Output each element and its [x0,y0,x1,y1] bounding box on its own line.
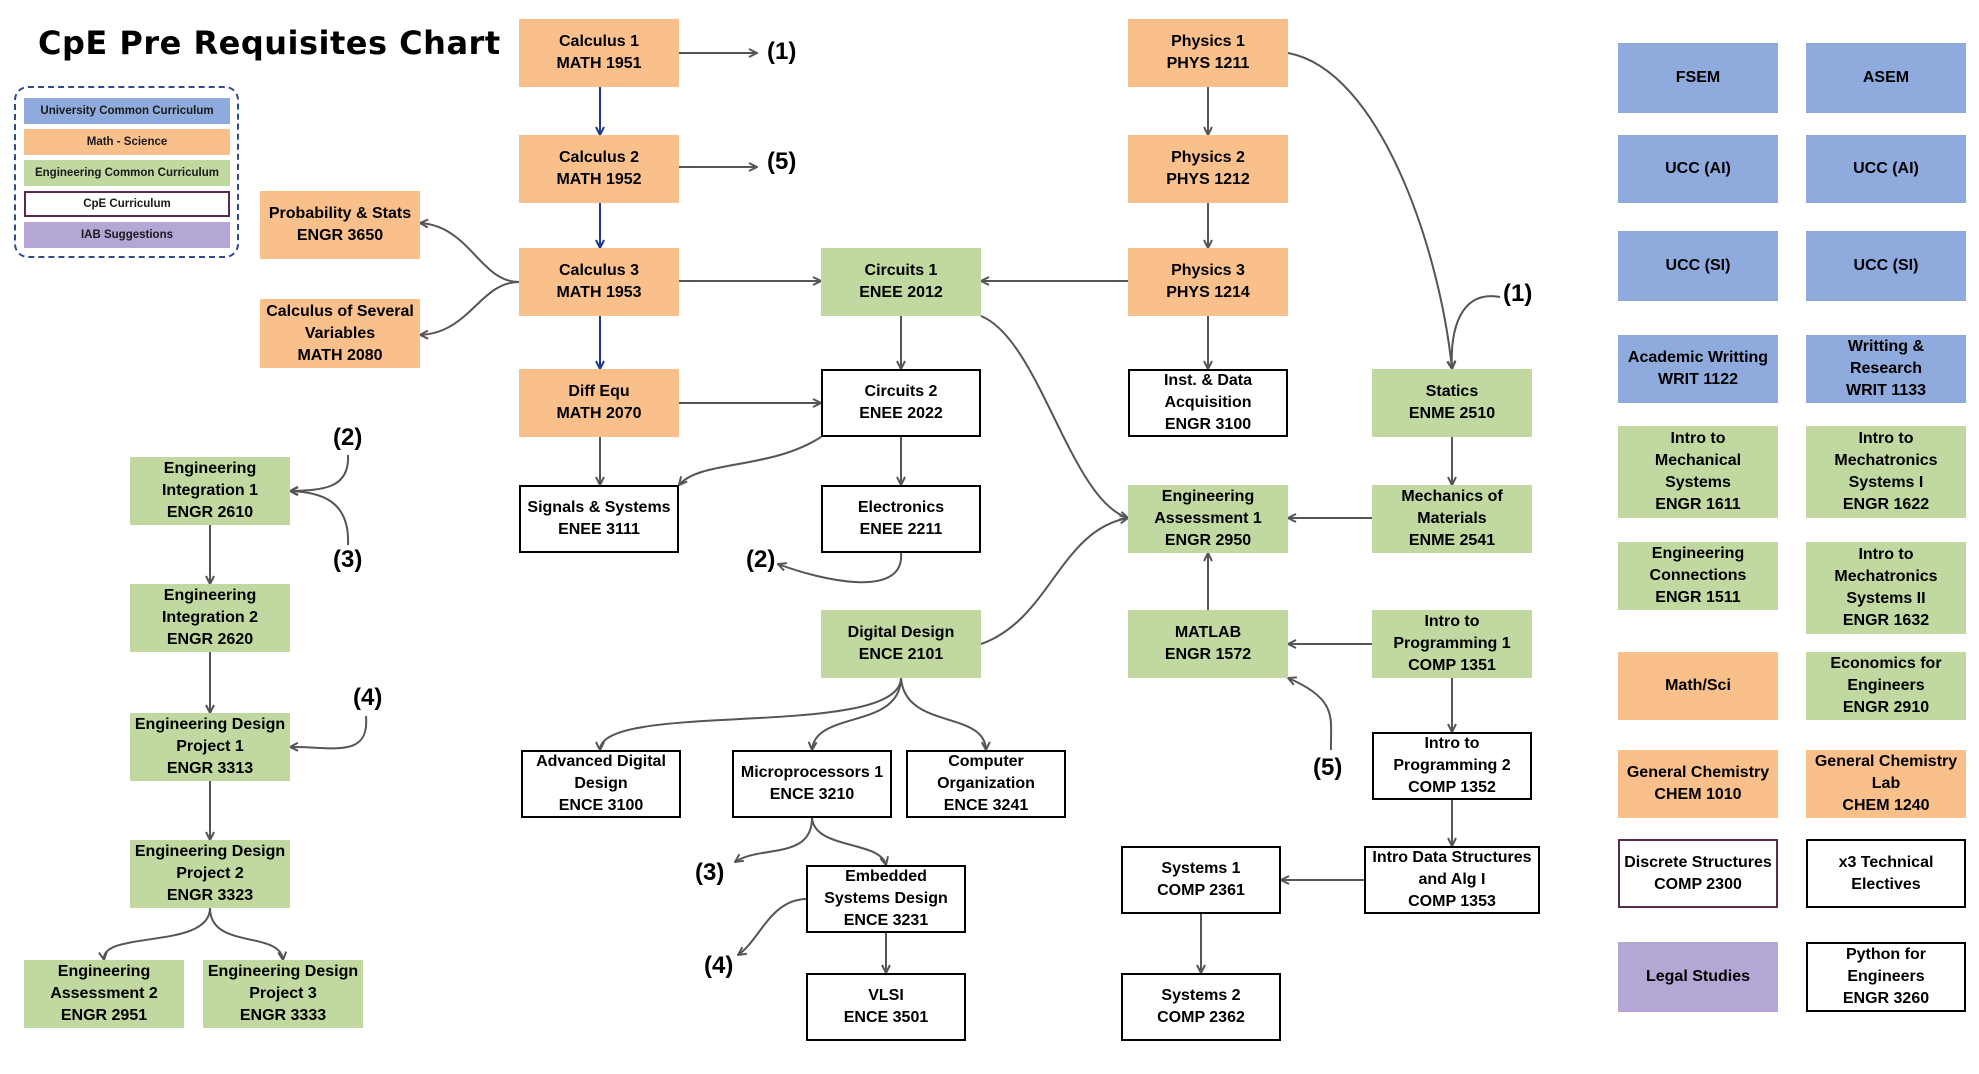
course-matlab[interactable]: MATLAB ENGR 1572 [1128,610,1288,678]
course-mechanics-of-materials[interactable]: Mechanics of Materials ENME 2541 [1372,485,1532,553]
course-engineering-integration-2[interactable]: Engineering Integration 2 ENGR 2620 [130,584,290,652]
arrow-design2-to-design3 [209,907,283,960]
course-statics[interactable]: Statics ENME 2510 [1372,369,1532,437]
course-embedded-systems-design[interactable]: Embedded Systems Design ENCE 3231 [806,865,966,933]
arrow-ref2-to-integ1 [290,454,350,491]
course-intro-mechatronics-2[interactable]: Intro to Mechatronics Systems II ENGR 16… [1806,542,1966,634]
course-asem[interactable]: ASEM [1806,43,1966,113]
arrow-embedded-to-ref4 [738,898,807,955]
legend-math-science: Math - Science [24,129,230,155]
ref-embedded-out: (4) [704,952,734,979]
course-digital-design[interactable]: Digital Design ENCE 2101 [821,610,981,678]
arrow-digital-to-micro [812,677,902,750]
course-calculus-2[interactable]: Calculus 2 MATH 1952 [519,135,679,203]
course-general-chemistry-lab[interactable]: General Chemistry Lab CHEM 1240 [1806,750,1966,818]
course-math-sci[interactable]: Math/Sci [1618,652,1778,720]
course-calculus-several-variables[interactable]: Calculus of Several Variables MATH 2080 [260,299,420,368]
course-engineering-integration-1[interactable]: Engineering Integration 1 ENGR 2610 [130,457,290,525]
course-economics-for-engineers[interactable]: Economics for Engineers ENGR 2910 [1806,652,1966,720]
course-physics-2[interactable]: Physics 2 PHYS 1212 [1128,135,1288,203]
course-vlsi[interactable]: VLSI ENCE 3501 [806,973,966,1041]
arrow-ref5-to-matlab [1288,678,1333,751]
course-engineering-design-project-2[interactable]: Engineering Design Project 2 ENGR 3323 [130,840,290,908]
course-signals-systems[interactable]: Signals & Systems ENEE 3111 [519,485,679,553]
course-ucc-si-1[interactable]: UCC (SI) [1618,231,1778,301]
ref-calc2-out: (5) [767,148,797,175]
arrow-circuits1-to-assess1 [980,315,1128,518]
course-general-chemistry[interactable]: General Chemistry CHEM 1010 [1618,750,1778,818]
legend-ecc: Engineering Common Curriculum [24,160,230,186]
arrow-ref1-to-statics [1452,295,1501,369]
arrow-micro-to-ref3 [735,817,813,862]
ref-micro-out: (3) [695,859,725,886]
course-systems-1[interactable]: Systems 1 COMP 2361 [1121,846,1281,914]
course-engineering-assessment-2[interactable]: Engineering Assessment 2 ENGR 2951 [24,960,184,1028]
course-ucc-si-2[interactable]: UCC (SI) [1806,231,1966,301]
course-inst-data-acquisition[interactable]: Inst. & Data Acquisition ENGR 3100 [1128,369,1288,437]
legend-iab: IAB Suggestions [24,222,230,248]
arrow-ref4-to-design1 [290,715,368,748]
arrow-micro-to-embedded [811,817,886,865]
legend: University Common Curriculum Math - Scie… [14,86,239,258]
ref-statics-in: (1) [1503,280,1533,307]
arrow-calc3-to-calcsev [420,281,520,335]
arrow-ref3-to-integ1 [290,491,350,546]
course-ucc-ai-1[interactable]: UCC (AI) [1618,135,1778,203]
arrow-phys1-to-statics [1287,52,1452,369]
course-fsem[interactable]: FSEM [1618,43,1778,113]
course-engineering-connections[interactable]: Engineering Connections ENGR 1511 [1618,542,1778,610]
course-engineering-assessment-1[interactable]: Engineering Assessment 1 ENGR 2950 [1128,485,1288,553]
arrow-digital-to-advdigital [600,677,902,750]
course-physics-1[interactable]: Physics 1 PHYS 1211 [1128,19,1288,87]
arrow-digital-to-comporg [900,677,986,750]
course-intro-programming-2[interactable]: Intro to Programming 2 COMP 1352 [1372,732,1532,800]
legend-ucc: University Common Curriculum [24,98,230,124]
course-engineering-design-project-1[interactable]: Engineering Design Project 1 ENGR 3313 [130,713,290,781]
course-systems-2[interactable]: Systems 2 COMP 2362 [1121,973,1281,1041]
course-intro-programming-1[interactable]: Intro to Programming 1 COMP 1351 [1372,610,1532,678]
course-engineering-design-project-3[interactable]: Engineering Design Project 3 ENGR 3333 [203,960,363,1028]
course-python-for-engineers[interactable]: Python for Engineers ENGR 3260 [1806,942,1966,1012]
course-computer-organization[interactable]: Computer Organization ENCE 3241 [906,750,1066,818]
course-probability-stats[interactable]: Probability & Stats ENGR 3650 [260,191,420,259]
ref-matlab-in: (5) [1313,754,1343,781]
ref-design1-in: (4) [353,684,383,711]
arrow-design2-to-assess2 [104,907,211,960]
course-intro-mechatronics-1[interactable]: Intro to Mechatronics Systems I ENGR 162… [1806,426,1966,518]
course-writing-research[interactable]: Writting & Research WRIT 1133 [1806,335,1966,403]
course-circuits-1[interactable]: Circuits 1 ENEE 2012 [821,248,981,316]
course-ucc-ai-2[interactable]: UCC (AI) [1806,135,1966,203]
ref-electronics-out: (2) [746,546,776,573]
course-intro-data-structures[interactable]: Intro Data Structures and Alg I COMP 135… [1364,846,1540,914]
arrow-calc3-to-probstats [420,223,520,283]
course-advanced-digital-design[interactable]: Advanced Digital Design ENCE 3100 [521,750,681,818]
course-legal-studies[interactable]: Legal Studies [1618,942,1778,1012]
course-diff-equ[interactable]: Diff Equ MATH 2070 [519,369,679,437]
course-calculus-1[interactable]: Calculus 1 MATH 1951 [519,19,679,87]
arrow-circuits2-to-signals [679,436,822,485]
ref-integ1-a: (2) [333,424,363,451]
ref-integ1-b: (3) [333,546,363,573]
course-electronics[interactable]: Electronics ENEE 2211 [821,485,981,553]
course-microprocessors-1[interactable]: Microprocessors 1 ENCE 3210 [732,750,892,818]
ref-calc1-out: (1) [767,38,797,65]
legend-cpe: CpE Curriculum [24,191,230,217]
chart-title: CpE Pre Requisites Chart [38,24,501,62]
course-intro-mechanical-systems[interactable]: Intro to Mechanical Systems ENGR 1611 [1618,426,1778,518]
arrow-electronics-to-ref2 [778,552,903,584]
course-discrete-structures[interactable]: Discrete Structures COMP 2300 [1618,839,1778,908]
course-circuits-2[interactable]: Circuits 2 ENEE 2022 [821,369,981,437]
course-technical-electives[interactable]: x3 Technical Electives [1806,839,1966,908]
arrow-digital-to-assess1 [980,518,1128,645]
course-physics-3[interactable]: Physics 3 PHYS 1214 [1128,248,1288,316]
course-calculus-3[interactable]: Calculus 3 MATH 1953 [519,248,679,316]
course-academic-writing[interactable]: Academic Writting WRIT 1122 [1618,335,1778,403]
